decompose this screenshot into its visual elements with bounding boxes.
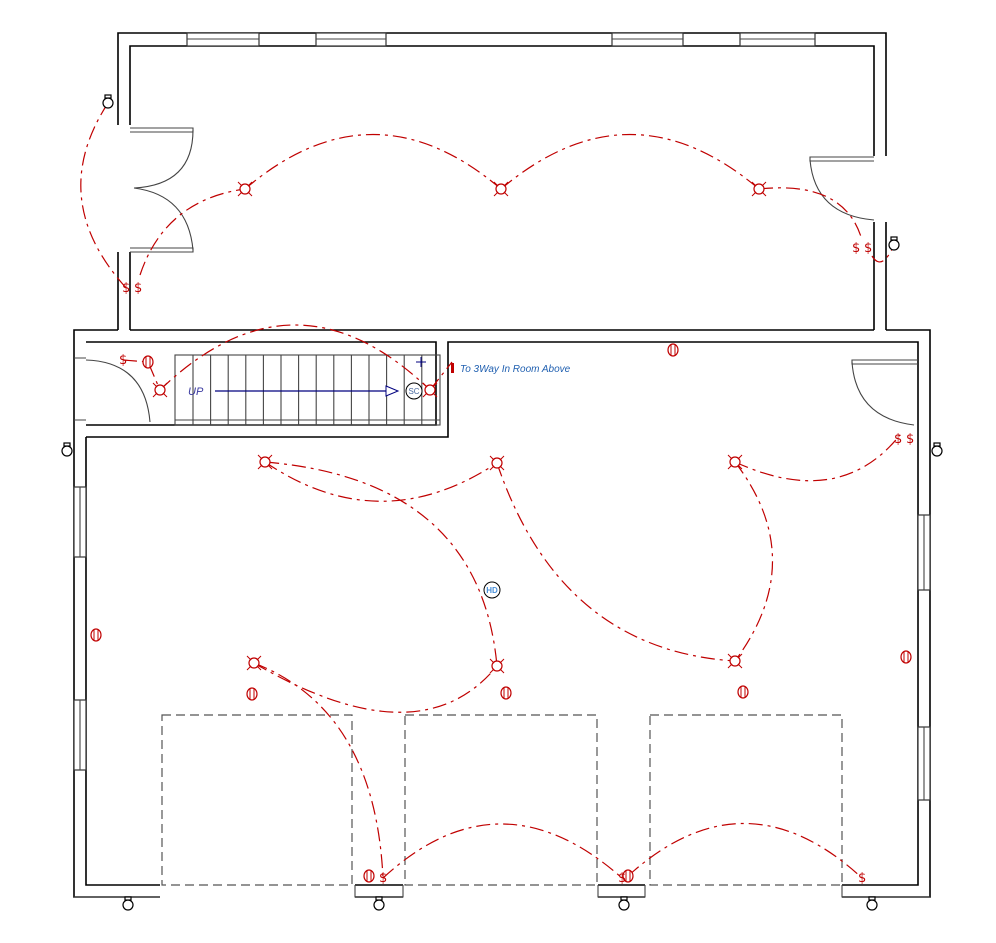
switches: $ $ $ $ $ $ $ $ $ $ (119, 241, 914, 886)
outlet-icon (90, 628, 102, 642)
stair-hall-door (74, 357, 151, 423)
outlet-icon (737, 685, 749, 699)
outlet-icon (246, 687, 258, 701)
smoke-detector-label: SC (408, 387, 419, 396)
three-way-note: To 3Way In Room Above (460, 364, 571, 375)
heat-detector-label: HD (486, 586, 498, 595)
smoke-detector: SC (405, 382, 423, 400)
exterior-light-icon (102, 94, 114, 109)
side-windows (73, 486, 931, 801)
exterior-lights (61, 94, 943, 911)
ceiling-light-icon (422, 382, 438, 398)
exterior-light-icon (888, 236, 900, 251)
outlet-icon (363, 869, 375, 883)
ceiling-light-icon (727, 653, 743, 669)
exterior-light-icon (618, 896, 630, 911)
ceiling-light-icon (751, 181, 767, 197)
outlet-icon (500, 686, 512, 700)
exterior-light-icon (931, 442, 943, 457)
wall-outlets (90, 343, 912, 883)
stair-up-label: UP (188, 386, 204, 398)
ceiling-light-icon (727, 454, 743, 470)
ceiling-light-icon (489, 658, 505, 674)
staircase (174, 354, 441, 426)
circuit-wiring (80, 102, 901, 879)
ceiling-light-icon (493, 181, 509, 197)
crosshair-icon (416, 357, 426, 367)
right-entry-door (851, 359, 918, 426)
exterior-light-icon (866, 896, 878, 911)
switch-icon: $ (122, 281, 130, 296)
switch-icon: $ (618, 871, 626, 886)
garage-door-openings (74, 714, 930, 898)
ceiling-lights (152, 181, 767, 674)
exterior-light-icon (373, 896, 385, 911)
outlet-icon (142, 355, 154, 369)
outlet-icon (622, 869, 634, 883)
note-marker (451, 363, 454, 373)
ceiling-light-icon (257, 454, 273, 470)
switch-icon: $ (864, 241, 872, 256)
top-windows (186, 32, 816, 47)
switch-icon: $ (134, 281, 142, 296)
exterior-light-icon (61, 442, 73, 457)
upper-room-walls (117, 32, 887, 330)
switch-icon: $ (379, 871, 387, 886)
ceiling-light-icon (152, 382, 168, 398)
upper-left-double-door (130, 127, 194, 253)
ceiling-light-icon (489, 455, 505, 471)
outlet-icon (667, 343, 679, 357)
switch-icon: $ (858, 871, 866, 886)
switch-icon: $ (119, 353, 127, 368)
exterior-light-icon (122, 896, 134, 911)
ceiling-light-icon (246, 655, 262, 671)
heat-detector: HD (483, 581, 501, 599)
ceiling-light-icon (237, 181, 253, 197)
arrow-head-icon (385, 385, 400, 397)
switch-icon: $ (906, 432, 914, 447)
outlet-icon (900, 650, 912, 664)
lower-level-walls (73, 329, 931, 898)
switch-icon: $ (852, 241, 860, 256)
upper-right-door (809, 156, 875, 221)
switch-icon: $ (894, 432, 902, 447)
